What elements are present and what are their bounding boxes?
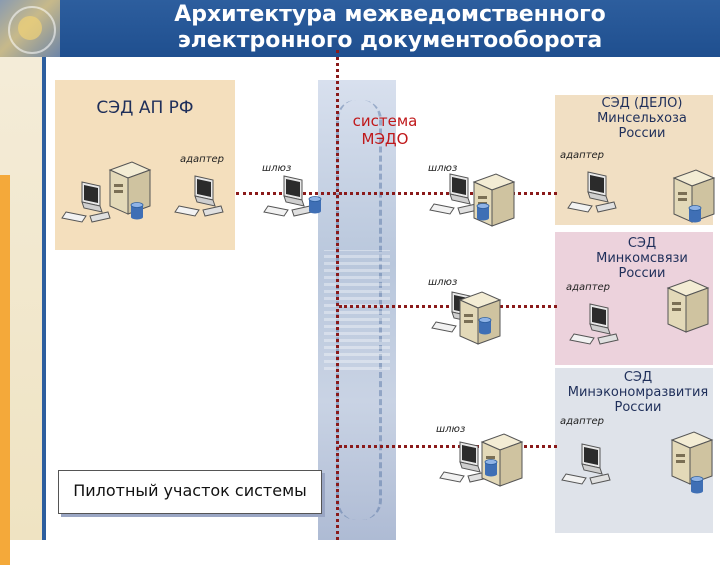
left-blue-divider [42,57,46,540]
workstation-icon [61,181,111,223]
workstation-icon [263,175,313,217]
connector-svyaz [339,305,557,308]
econom-line1: СЭД [623,370,653,385]
title-line2: электронного документооборота [177,28,603,53]
workstation-icon [567,171,617,213]
svyaz-line3: России [618,266,666,281]
server-icon [670,431,714,485]
adapter-label-econom: адаптер [560,416,605,427]
dela-line2: Минсельхоза [597,111,687,126]
label-sed-svyaz: СЭД Минкомсвязи России [568,236,716,281]
server-icon [666,279,710,333]
pilot-section-label: Пилотный участок системы [73,481,307,500]
adapter-label-ap: адаптер [180,154,225,165]
title-line1: Архитектура межведомственного [174,2,606,27]
connector-dela [339,192,557,195]
label-sed-dela: СЭД (ДЕЛО) Минсельхоза России [568,96,716,141]
workstation-icon [429,173,479,215]
gateway-label-svyaz: шлюз [428,277,458,288]
workstation-icon [174,175,224,217]
logo-icon [0,0,60,57]
svyaz-line2: Минкомсвязи [596,251,688,266]
econom-line3: России [614,400,662,415]
database-icon [688,205,702,223]
database-icon [130,202,144,220]
econom-line2: Минэкономразвития [567,385,709,400]
dela-line3: России [618,126,666,141]
region-sed-ap [55,80,235,250]
pilot-section-box: Пилотный участок системы [58,470,322,514]
adapter-label-dela: адаптер [560,150,605,161]
database-icon [476,203,490,221]
medo-column [318,80,396,540]
server-icon [108,161,152,215]
adapter-label-svyaz: адаптер [566,282,611,293]
medo-backbone-line [336,50,339,540]
medo-line2: МЭДО [361,130,409,148]
left-decor-strip [0,57,42,565]
page-title: Архитектура межведомственного электронно… [60,2,720,54]
svyaz-line1: СЭД [627,236,657,251]
connector-econom [339,445,557,448]
label-sed-econom: СЭД Минэкономразвития России [558,370,718,415]
database-icon [308,196,322,214]
left-accent-bar [0,175,10,565]
database-icon [478,317,492,335]
header-bar: Архитектура межведомственного электронно… [0,0,720,57]
database-icon [484,459,498,477]
label-medo: система МЭДО [340,112,430,148]
medo-line1: система [352,112,418,130]
gateway-label-ap: шлюз [262,163,292,174]
workstation-icon [569,303,619,345]
gateway-label-dela: шлюз [428,163,458,174]
gateway-label-econom: шлюз [436,424,466,435]
dela-line1: СЭД (ДЕЛО) [601,96,683,111]
label-sed-ap: СЭД АП РФ [96,98,194,118]
workstation-icon [561,443,611,485]
database-icon [690,476,704,494]
